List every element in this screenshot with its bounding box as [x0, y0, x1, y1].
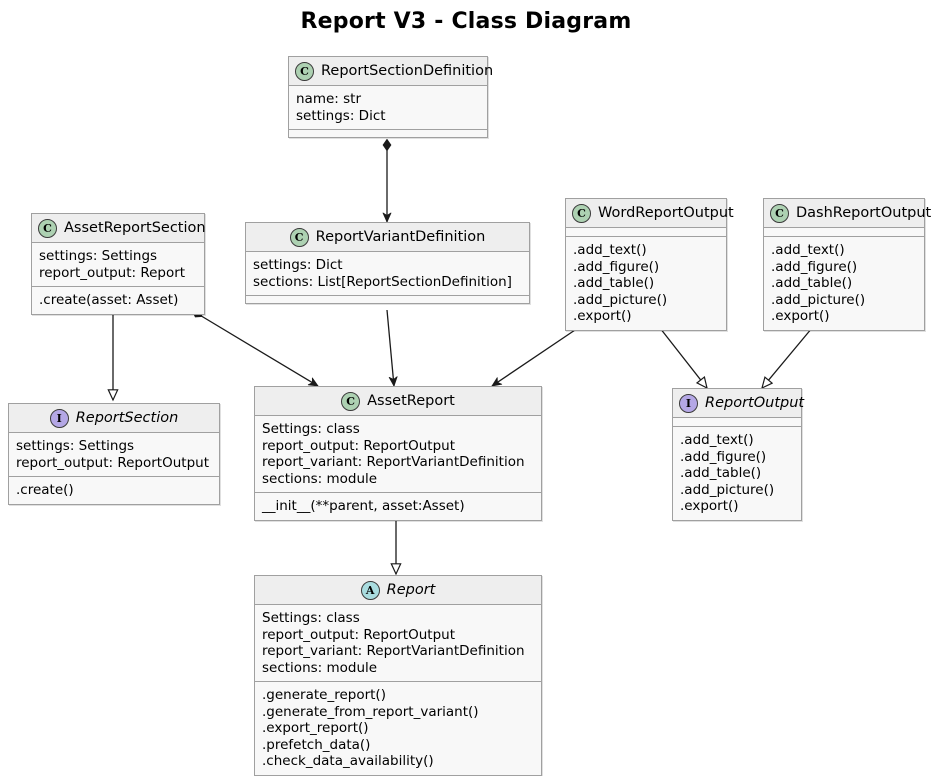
- class-stereotype-icon: C: [572, 203, 591, 223]
- methods-compartment: .create(): [9, 476, 219, 504]
- method-row: .add_text(): [573, 242, 647, 258]
- attribute-row: report_variant: ReportVariantDefinition: [262, 643, 525, 659]
- method-row: .prefetch_data(): [262, 736, 371, 753]
- class-header: C AssetReportSection: [32, 214, 206, 243]
- class-box-assetreportsection[interactable]: C AssetReportSection settings: Settings …: [31, 213, 206, 315]
- attribute-row: settings: Dict: [253, 257, 343, 273]
- class-box-assetreport[interactable]: C AssetReport Settings: class report_out…: [254, 386, 542, 521]
- method-row: .check_data_availability(): [262, 753, 434, 769]
- method-row: .export(): [680, 498, 739, 514]
- method-row: .add_picture(): [680, 481, 775, 498]
- attribute-row: name: str: [296, 91, 362, 107]
- class-stereotype-icon: C: [341, 391, 361, 411]
- attribute-row: report_output: Report: [39, 264, 186, 281]
- page-title: Report V3 - Class Diagram: [300, 9, 632, 34]
- method-row: __init__(**parent, asset:Asset): [262, 498, 465, 514]
- method-row: .generate_report(): [262, 687, 386, 703]
- attribute-row: settings: Settings: [16, 438, 135, 454]
- method-row: .add_table(): [771, 275, 853, 291]
- connector-reportvariantdefinition-to-assetreport: [386, 309, 398, 387]
- method-row: .add_text(): [771, 242, 845, 258]
- class-box-reportsectiondefinition[interactable]: C ReportSectionDefinition name: str sett…: [288, 56, 493, 138]
- class-box-wordreportoutput[interactable]: C WordReportOutput .add_text() .add_figu…: [565, 198, 734, 331]
- method-row: .add_text(): [680, 432, 754, 448]
- method-row: .add_table(): [680, 465, 762, 481]
- methods-compartment: [246, 295, 529, 303]
- attribute-row: report_output: ReportOutput: [262, 626, 455, 643]
- class-title: AssetReportSection: [64, 220, 206, 236]
- attributes-compartment: settings: Settings report_output: Report: [32, 243, 204, 286]
- class-header: C WordReportOutput: [566, 199, 734, 228]
- methods-compartment: __init__(**parent, asset:Asset): [255, 492, 541, 520]
- class-header: C AssetReport: [255, 387, 541, 416]
- method-row: .export_report(): [262, 720, 369, 736]
- method-row: .export(): [771, 308, 830, 324]
- method-row: .add_figure(): [771, 258, 858, 275]
- attributes-compartment: settings: Settings report_output: Report…: [9, 433, 219, 476]
- class-header: I ReportOutput: [673, 389, 805, 418]
- interface-stereotype-icon: I: [679, 393, 698, 413]
- methods-compartment: [289, 129, 487, 137]
- attributes-compartment: settings: Dict sections: List[ReportSect…: [246, 252, 529, 295]
- interface-stereotype-icon: I: [49, 408, 69, 428]
- method-row: .add_table(): [573, 275, 655, 291]
- methods-compartment: .add_text() .add_figure() .add_table() .…: [764, 236, 924, 330]
- method-row: .add_picture(): [573, 291, 668, 308]
- methods-compartment: .create(asset: Asset): [32, 286, 204, 314]
- methods-compartment: .add_text() .add_figure() .add_table() .…: [566, 236, 726, 330]
- attributes-compartment: [566, 228, 726, 236]
- attribute-row: settings: Dict: [296, 107, 386, 124]
- class-box-dashreportoutput[interactable]: C DashReportOutput .add_text() .add_figu…: [763, 198, 931, 331]
- class-box-reportoutput[interactable]: I ReportOutput .add_text() .add_figure()…: [672, 388, 805, 521]
- attribute-row: report_variant: ReportVariantDefinition: [262, 454, 525, 470]
- method-row: .create(): [16, 482, 74, 498]
- class-header: C ReportVariantDefinition: [246, 223, 529, 252]
- class-header: A Report: [255, 576, 541, 605]
- class-title: WordReportOutput: [598, 205, 734, 221]
- connector-wordreportoutput-to-assetreport: [491, 327, 579, 387]
- class-stereotype-icon: C: [38, 218, 57, 238]
- attribute-row: sections: module: [262, 470, 378, 487]
- class-header: I ReportSection: [9, 404, 219, 433]
- class-box-reportvariantdefinition[interactable]: C ReportVariantDefinition settings: Dict…: [245, 222, 530, 304]
- class-header: C DashReportOutput: [764, 199, 931, 228]
- method-row: .create(asset: Asset): [39, 292, 179, 308]
- connector-assetreportsection-to-assetreport: [193, 311, 318, 387]
- methods-compartment: .add_text() .add_figure() .add_table() .…: [673, 426, 801, 520]
- attribute-row: report_output: ReportOutput: [16, 454, 209, 471]
- attributes-compartment: [764, 228, 924, 236]
- class-stereotype-icon: C: [770, 203, 789, 223]
- class-title: ReportOutput: [705, 395, 805, 411]
- class-stereotype-icon: C: [295, 61, 314, 81]
- attributes-compartment: Settings: class report_output: ReportOut…: [255, 605, 541, 681]
- method-row: .add_figure(): [680, 448, 767, 465]
- connector-dashreportoutput-to-reportoutput: [762, 327, 813, 388]
- class-box-reportsection[interactable]: I ReportSection settings: Settings repor…: [8, 403, 220, 505]
- attribute-row: Settings: class: [262, 610, 360, 626]
- method-row: .add_picture(): [771, 291, 866, 308]
- attributes-compartment: name: str settings: Dict: [289, 86, 487, 129]
- class-title: DashReportOutput: [796, 205, 932, 221]
- attribute-row: report_output: ReportOutput: [262, 437, 455, 454]
- connector-wordreportoutput-to-reportoutput: [659, 327, 707, 388]
- attribute-row: settings: Settings: [39, 248, 158, 264]
- attribute-row: sections: module: [262, 659, 378, 676]
- class-title: AssetReport: [367, 393, 455, 409]
- attributes-compartment: Settings: class report_output: ReportOut…: [255, 416, 541, 492]
- method-row: .generate_from_report_variant(): [262, 703, 479, 720]
- class-box-report[interactable]: A Report Settings: class report_output: …: [254, 575, 542, 776]
- method-row: .export(): [573, 308, 632, 324]
- class-stereotype-icon: C: [289, 227, 309, 247]
- class-title: ReportVariantDefinition: [315, 229, 486, 245]
- class-title: Report: [386, 582, 436, 598]
- abstract-stereotype-icon: A: [360, 580, 380, 600]
- attribute-row: Settings: class: [262, 421, 360, 437]
- methods-compartment: .generate_report() .generate_from_report…: [255, 681, 541, 775]
- class-header: C ReportSectionDefinition: [289, 57, 493, 86]
- class-title: ReportSection: [75, 410, 179, 426]
- method-row: .add_figure(): [573, 258, 660, 275]
- attributes-compartment: [673, 418, 801, 426]
- class-title: ReportSectionDefinition: [321, 63, 494, 79]
- attribute-row: sections: List[ReportSectionDefinition]: [253, 273, 512, 290]
